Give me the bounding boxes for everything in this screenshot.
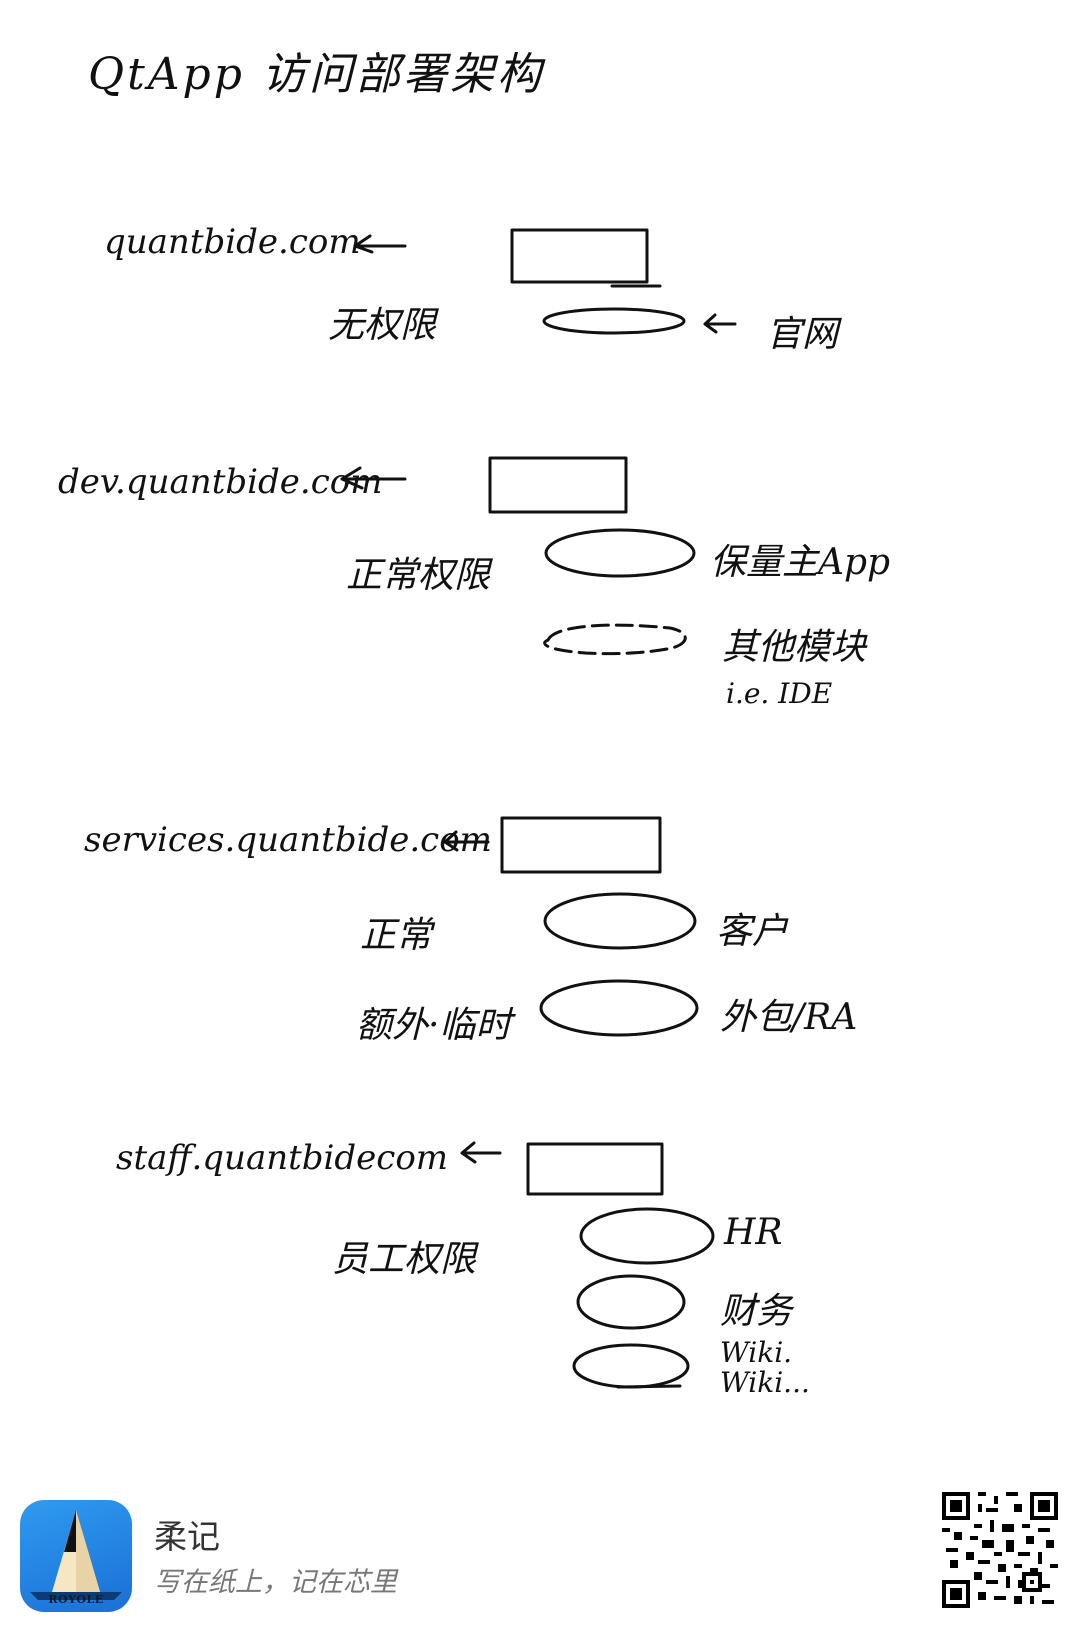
client-oval-3a — [543, 892, 697, 950]
permission-label-2: 正常权限 — [346, 555, 491, 596]
client-oval-4b — [576, 1274, 686, 1330]
client-oval-2b — [543, 623, 687, 656]
server-box-4 — [526, 1142, 664, 1196]
arrow-left-2 — [340, 466, 407, 490]
app-footer: ROYOLE 柔记 写在纸上，记在芯里 — [0, 1480, 1080, 1630]
server-box-2 — [488, 456, 628, 514]
permission-label-3a: 正常 — [360, 915, 433, 956]
client-oval-1 — [542, 307, 686, 335]
client-oval-2a — [544, 528, 696, 578]
domain-label-2: dev.quantbide.com — [58, 462, 383, 502]
domain-label-1: quantbide.com — [104, 222, 361, 262]
domain-label-4: staff.quantbidecom — [116, 1138, 449, 1178]
server-box-1 — [510, 228, 649, 284]
qr-code-icon[interactable] — [942, 1492, 1058, 1608]
client-sublabel-2b: i.e. IDE — [726, 677, 833, 710]
client-label-3a: 客户 — [716, 911, 789, 952]
client-oval-4a — [579, 1207, 715, 1265]
arrow-left-1b — [703, 313, 737, 334]
client-label-4c: Wiki. — [720, 1336, 793, 1369]
permission-label-3b: 额外·临时 — [356, 1005, 512, 1046]
client-label-4a: HR — [724, 1212, 783, 1253]
app-slogan: 写在纸上，记在芯里 — [154, 1567, 397, 1598]
arrow-left-4 — [460, 1141, 502, 1164]
client-oval-4c — [572, 1343, 690, 1389]
pencil-icon — [30, 1510, 122, 1600]
app-name: 柔记 — [154, 1517, 220, 1556]
client-label-4b: 财务 — [720, 1291, 793, 1332]
arrow-left-1 — [353, 234, 407, 254]
client-label-3b: 外包/RA — [720, 997, 858, 1038]
client-sublabel-4c: Wiki... — [720, 1366, 810, 1399]
page-title: QtApp 访问部署架构 — [88, 49, 544, 100]
app-icon: ROYOLE — [20, 1500, 132, 1612]
arrow-left-3 — [443, 830, 490, 852]
permission-label-4: 员工权限 — [332, 1239, 477, 1280]
server-box-3 — [500, 816, 662, 874]
client-label-1: 官网 — [766, 314, 839, 355]
client-oval-3b — [539, 979, 699, 1037]
domain-label-3: services.quantbide.com — [84, 820, 492, 860]
permission-label-1: 无权限 — [328, 305, 437, 346]
client-label-2a: 保量主App — [710, 542, 891, 583]
client-label-2b: 其他模块 — [722, 627, 867, 668]
brand-text: ROYOLE — [48, 1593, 104, 1606]
